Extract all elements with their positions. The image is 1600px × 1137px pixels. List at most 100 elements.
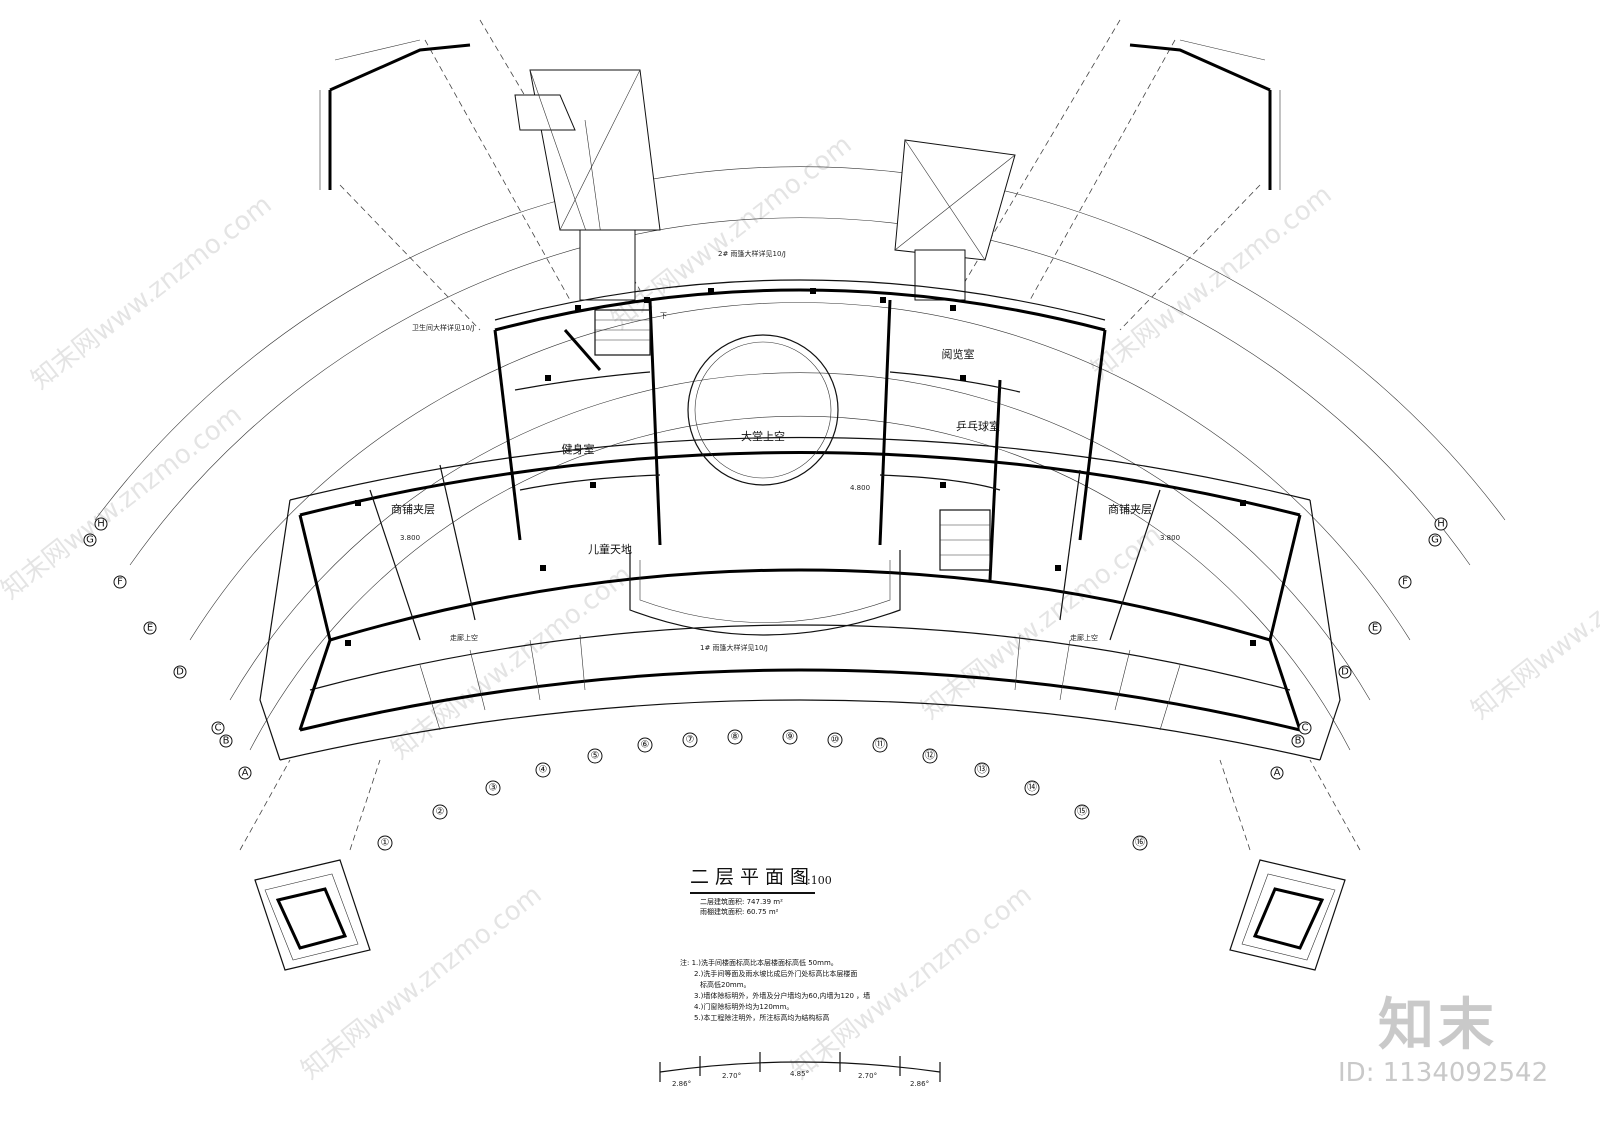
- axis-bubble: [587, 748, 603, 764]
- axis-bubble: [1024, 780, 1040, 796]
- stair-down-label: 下: [660, 312, 667, 320]
- drawing-notes: 注: 1.)洗手间楼面标高比本层楼面标高低 50mm。 2.)洗手间等面及雨水坡…: [680, 958, 870, 1024]
- axis-bubble-label: ⑩: [831, 735, 840, 746]
- row-bubble: [1338, 665, 1352, 679]
- row-bubble-label: H: [1437, 519, 1445, 530]
- axis-bubble-label: ⑦: [686, 735, 695, 746]
- elevation-center: 4.800: [850, 484, 870, 492]
- pavilion-left: [254, 859, 371, 971]
- row-bubble: [1428, 533, 1442, 547]
- row-bubble-label: D: [1341, 667, 1349, 678]
- callout-corridor-right: 走廊上空: [1070, 633, 1098, 642]
- pavilion-right: [1229, 859, 1346, 971]
- row-bubble-label: E: [1372, 623, 1378, 634]
- area-value: 60.75 m²: [746, 908, 779, 916]
- axis-bubble-label: ⑤: [591, 751, 600, 762]
- watermark-text: 知末网www.znzmo.com: [0, 400, 248, 606]
- roof-right: [894, 139, 1016, 301]
- row-bubble-label: F: [1402, 577, 1408, 588]
- scale-bar-label: 2.86°: [910, 1080, 929, 1088]
- axis-bubble-label: ⑮: [1077, 806, 1087, 818]
- axis-bubble-label: ⑨: [786, 732, 795, 743]
- row-bubble-label: B: [223, 736, 230, 747]
- area-label: 二层建筑面积:: [700, 898, 745, 906]
- row-bubble-label: H: [97, 519, 105, 530]
- room-label-gym: 健身室: [562, 442, 595, 456]
- note-line: 2.)洗手间等面及雨水坡比成后外门处标高比本层楼面: [694, 970, 858, 978]
- axis-bubble-label: ⑧: [731, 732, 740, 743]
- row-bubble: [1270, 766, 1284, 780]
- row-bubble: [83, 533, 97, 547]
- scale-bar-label: 2.70°: [858, 1072, 877, 1080]
- callout-toilet-detail: 卫生间大样详见10/J: [412, 323, 474, 332]
- main-building: [259, 279, 1341, 761]
- note-line: 5.)本工程除注明外，所注标高均为结构标高: [694, 1014, 830, 1022]
- row-bubble-label: C: [215, 723, 222, 734]
- watermark-text: 知末网www.znzmo.com: [386, 560, 638, 766]
- room-label-kids-area: 儿童天地: [588, 542, 632, 556]
- axis-bubble: [1132, 835, 1148, 851]
- row-bubble: [1298, 721, 1312, 735]
- room-label-pingpong: 乒乓球室: [956, 419, 1000, 433]
- axis-bubble: [535, 762, 551, 778]
- row-bubble: [143, 621, 157, 635]
- axis-bubble-label: ⑬: [977, 764, 987, 776]
- room-label-shop-mezz-left: 商铺夹层: [391, 502, 435, 516]
- axis-bubble: [922, 748, 938, 764]
- roof-left: [514, 69, 661, 301]
- axis-bubble: [1074, 804, 1090, 820]
- axis-bubble-label: ⑪: [875, 739, 885, 751]
- row-bubble: [113, 575, 127, 589]
- callout-corridor-left: 走廊上空: [450, 633, 478, 642]
- row-bubble: [1398, 575, 1412, 589]
- area-label: 雨棚建筑面积:: [700, 908, 745, 916]
- atrium-void: [687, 334, 839, 486]
- row-bubble-label: G: [86, 535, 94, 546]
- room-label-shop-mezz-right: 商铺夹层: [1108, 502, 1152, 516]
- row-bubble-label: A: [1274, 768, 1281, 779]
- axis-bubble: [782, 729, 798, 745]
- note-line: 3.)墙体除标明外，外墙及分户墙均为60,内墙为120 ，墙: [694, 992, 871, 1000]
- row-bubble: [1291, 734, 1305, 748]
- axis-bubble-label: ④: [539, 765, 548, 776]
- axis-bubble: [432, 804, 448, 820]
- row-bubble: [211, 721, 225, 735]
- watermark-layer: 知末网www.znzmo.com 知末网www.znzmo.com 知末网www…: [0, 130, 1600, 1086]
- area-summary: 二层建筑面积: 747.39 m² 雨棚建筑面积: 60.75 m²: [700, 897, 783, 917]
- axis-bubble: [485, 780, 501, 796]
- scale-bar-label: 2.70°: [722, 1072, 741, 1080]
- scale-bar-label: 2.86°: [672, 1080, 691, 1088]
- axis-bubble: [377, 835, 393, 851]
- room-label-lobby-void: 大堂上空: [741, 429, 785, 443]
- axis-bubble: [637, 737, 653, 753]
- drawing-title: 二层平面图: [690, 862, 816, 894]
- axis-bubble-label: ⑫: [925, 750, 935, 762]
- row-bubble: [173, 665, 187, 679]
- row-bubble-label: D: [176, 667, 184, 678]
- axis-bubble: [727, 729, 743, 745]
- watermark-text: 知末网www.znzmo.com: [1466, 520, 1600, 726]
- elevation-right: 3.800: [1160, 534, 1180, 542]
- axis-bubble-label: ②: [436, 807, 445, 818]
- axis-bubble-label: ①: [381, 838, 390, 849]
- row-bubble: [1434, 517, 1448, 531]
- elevation-left: 3.800: [400, 534, 420, 542]
- axis-bubble: [827, 732, 843, 748]
- callout-canopy-2: 2# 雨篷大样详见10/J: [718, 249, 786, 258]
- note-line: 1.)洗手间楼面标高比本层楼面标高低 50mm。: [691, 959, 838, 967]
- area-value: 747.39 m²: [746, 898, 783, 906]
- row-bubble-label: B: [1295, 736, 1302, 747]
- notes-prefix: 注:: [680, 959, 690, 967]
- row-bubble: [1368, 621, 1382, 635]
- drawing-scale: 1:100: [800, 874, 832, 887]
- axis-bubble-label: ⑭: [1027, 782, 1037, 794]
- note-line: 4.)门窗除标明外均为120mm。: [694, 1003, 794, 1011]
- note-line: 标高低20mm。: [700, 981, 751, 989]
- row-bubble-label: C: [1302, 723, 1309, 734]
- watermark-brand: 知末: [1378, 993, 1498, 1058]
- row-bubble: [238, 766, 252, 780]
